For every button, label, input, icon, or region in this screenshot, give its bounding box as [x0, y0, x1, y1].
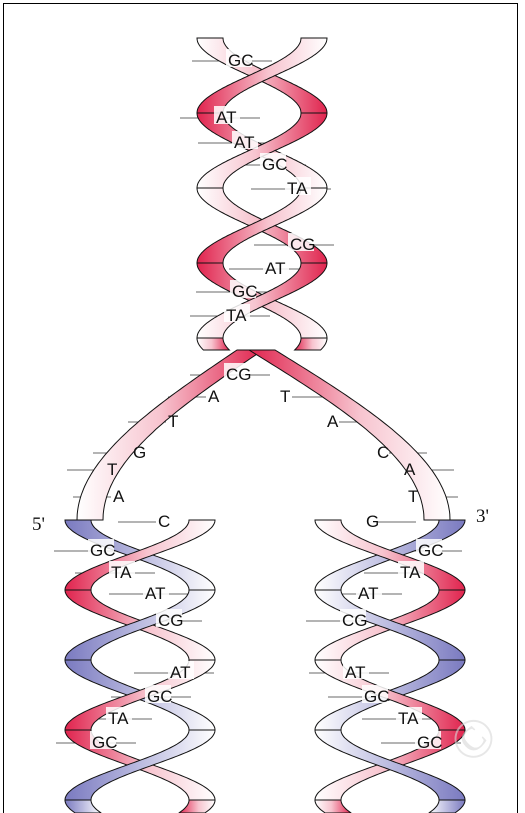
left-single-base: G	[133, 443, 146, 462]
left-single-base: A	[208, 387, 220, 406]
parent-helix-strand-a-segment	[293, 337, 328, 351]
label-backdrop	[156, 609, 182, 627]
left-daughter-base-pair: GC	[90, 541, 116, 560]
label-backdrop	[356, 582, 382, 600]
left-single-base: T	[107, 460, 117, 479]
parent-helix-strand-b-segment	[196, 337, 231, 351]
label-backdrop	[285, 177, 311, 195]
label-backdrop	[343, 661, 369, 679]
right-daughter-base-pair: AT	[345, 663, 365, 682]
right-daughter-base-pair: TA	[398, 709, 419, 728]
label-backdrop	[90, 731, 116, 749]
label-backdrop	[88, 539, 114, 557]
label-backdrop	[416, 539, 442, 557]
parent-base-pair: GC	[232, 282, 258, 301]
five-prime-label: 5'	[32, 514, 45, 535]
right-single-base: A	[327, 412, 339, 431]
label-backdrop	[288, 233, 314, 251]
label-backdrop	[109, 561, 135, 579]
label-backdrop	[106, 707, 132, 725]
parent-base-pair: GC	[228, 51, 254, 70]
right-single-base: G	[366, 512, 379, 531]
left-daughter-helix-strand-b-segment	[64, 729, 216, 801]
parent-helix-strand-a-segment	[196, 187, 328, 264]
left-parent-arm	[76, 349, 265, 521]
right-single-base: A	[404, 460, 416, 479]
left-single-base: A	[113, 487, 125, 506]
right-parent-arm	[247, 349, 451, 521]
label-backdrop	[260, 153, 286, 171]
left-daughter-base-pair: TA	[111, 563, 132, 582]
label-backdrop	[226, 49, 252, 67]
parent-base-pair: GC	[262, 155, 288, 174]
parent-base-pair: TA	[287, 179, 308, 198]
parent-helix-strand-b-segment	[196, 112, 328, 189]
right-daughter-helix-strand-b-segment	[314, 729, 466, 801]
label-backdrop	[168, 661, 194, 679]
right-daughter-base-pair: CG	[342, 611, 368, 630]
parent-base-pair: AT	[265, 259, 285, 278]
left-daughter-base-pair: CG	[158, 611, 184, 630]
parent-base-pair: AT	[234, 133, 254, 152]
left-daughter-base-pair: AT	[145, 584, 165, 603]
right-single-base: T	[408, 487, 418, 506]
right-daughter-base-pair: AT	[358, 584, 378, 603]
right-daughter-base-pair: GC	[364, 687, 390, 706]
right-single-base: C	[377, 443, 389, 462]
right-daughter-base-pair: TA	[400, 563, 421, 582]
right-daughter-helix-strand-a-segment	[314, 799, 352, 813]
right-daughter-base-pair: GC	[418, 541, 444, 560]
left-daughter-base-pair: AT	[170, 663, 190, 682]
left-daughter-base-pair: GC	[147, 687, 173, 706]
figure-frame	[3, 3, 518, 813]
fork-base-pair: CG	[226, 365, 252, 384]
label-backdrop	[232, 131, 258, 149]
label-backdrop	[230, 280, 256, 298]
label-backdrop	[224, 304, 250, 322]
parent-base-pair: TA	[226, 306, 247, 325]
label-backdrop	[362, 685, 388, 703]
parent-base-pair: AT	[216, 108, 236, 127]
right-single-base: T	[280, 387, 290, 406]
left-daughter-helix-strand-b-segment	[64, 799, 102, 813]
label-backdrop	[340, 609, 366, 627]
label-backdrop	[263, 257, 289, 275]
label-backdrop	[398, 561, 424, 579]
right-daughter-base-pair: GC	[417, 733, 443, 752]
left-daughter-helix-strand-a-segment	[64, 519, 216, 591]
parent-base-pair: CG	[290, 235, 316, 254]
label-backdrop	[224, 363, 250, 381]
label-backdrop	[396, 707, 422, 725]
left-daughter-base-pair: TA	[108, 709, 129, 728]
label-backdrop	[214, 106, 240, 124]
label-backdrop	[143, 582, 169, 600]
label-backdrop	[145, 685, 171, 703]
right-daughter-helix-strand-a-segment	[314, 519, 466, 591]
left-daughter-base-pair: GC	[92, 733, 118, 752]
label-backdrop	[415, 731, 441, 749]
left-single-base: C	[158, 512, 170, 531]
right-daughter-helix-strand-b-segment	[428, 799, 466, 813]
left-daughter-helix-strand-a-segment	[178, 799, 216, 813]
three-prime-label: 3'	[476, 506, 489, 527]
left-single-base: T	[168, 412, 178, 431]
